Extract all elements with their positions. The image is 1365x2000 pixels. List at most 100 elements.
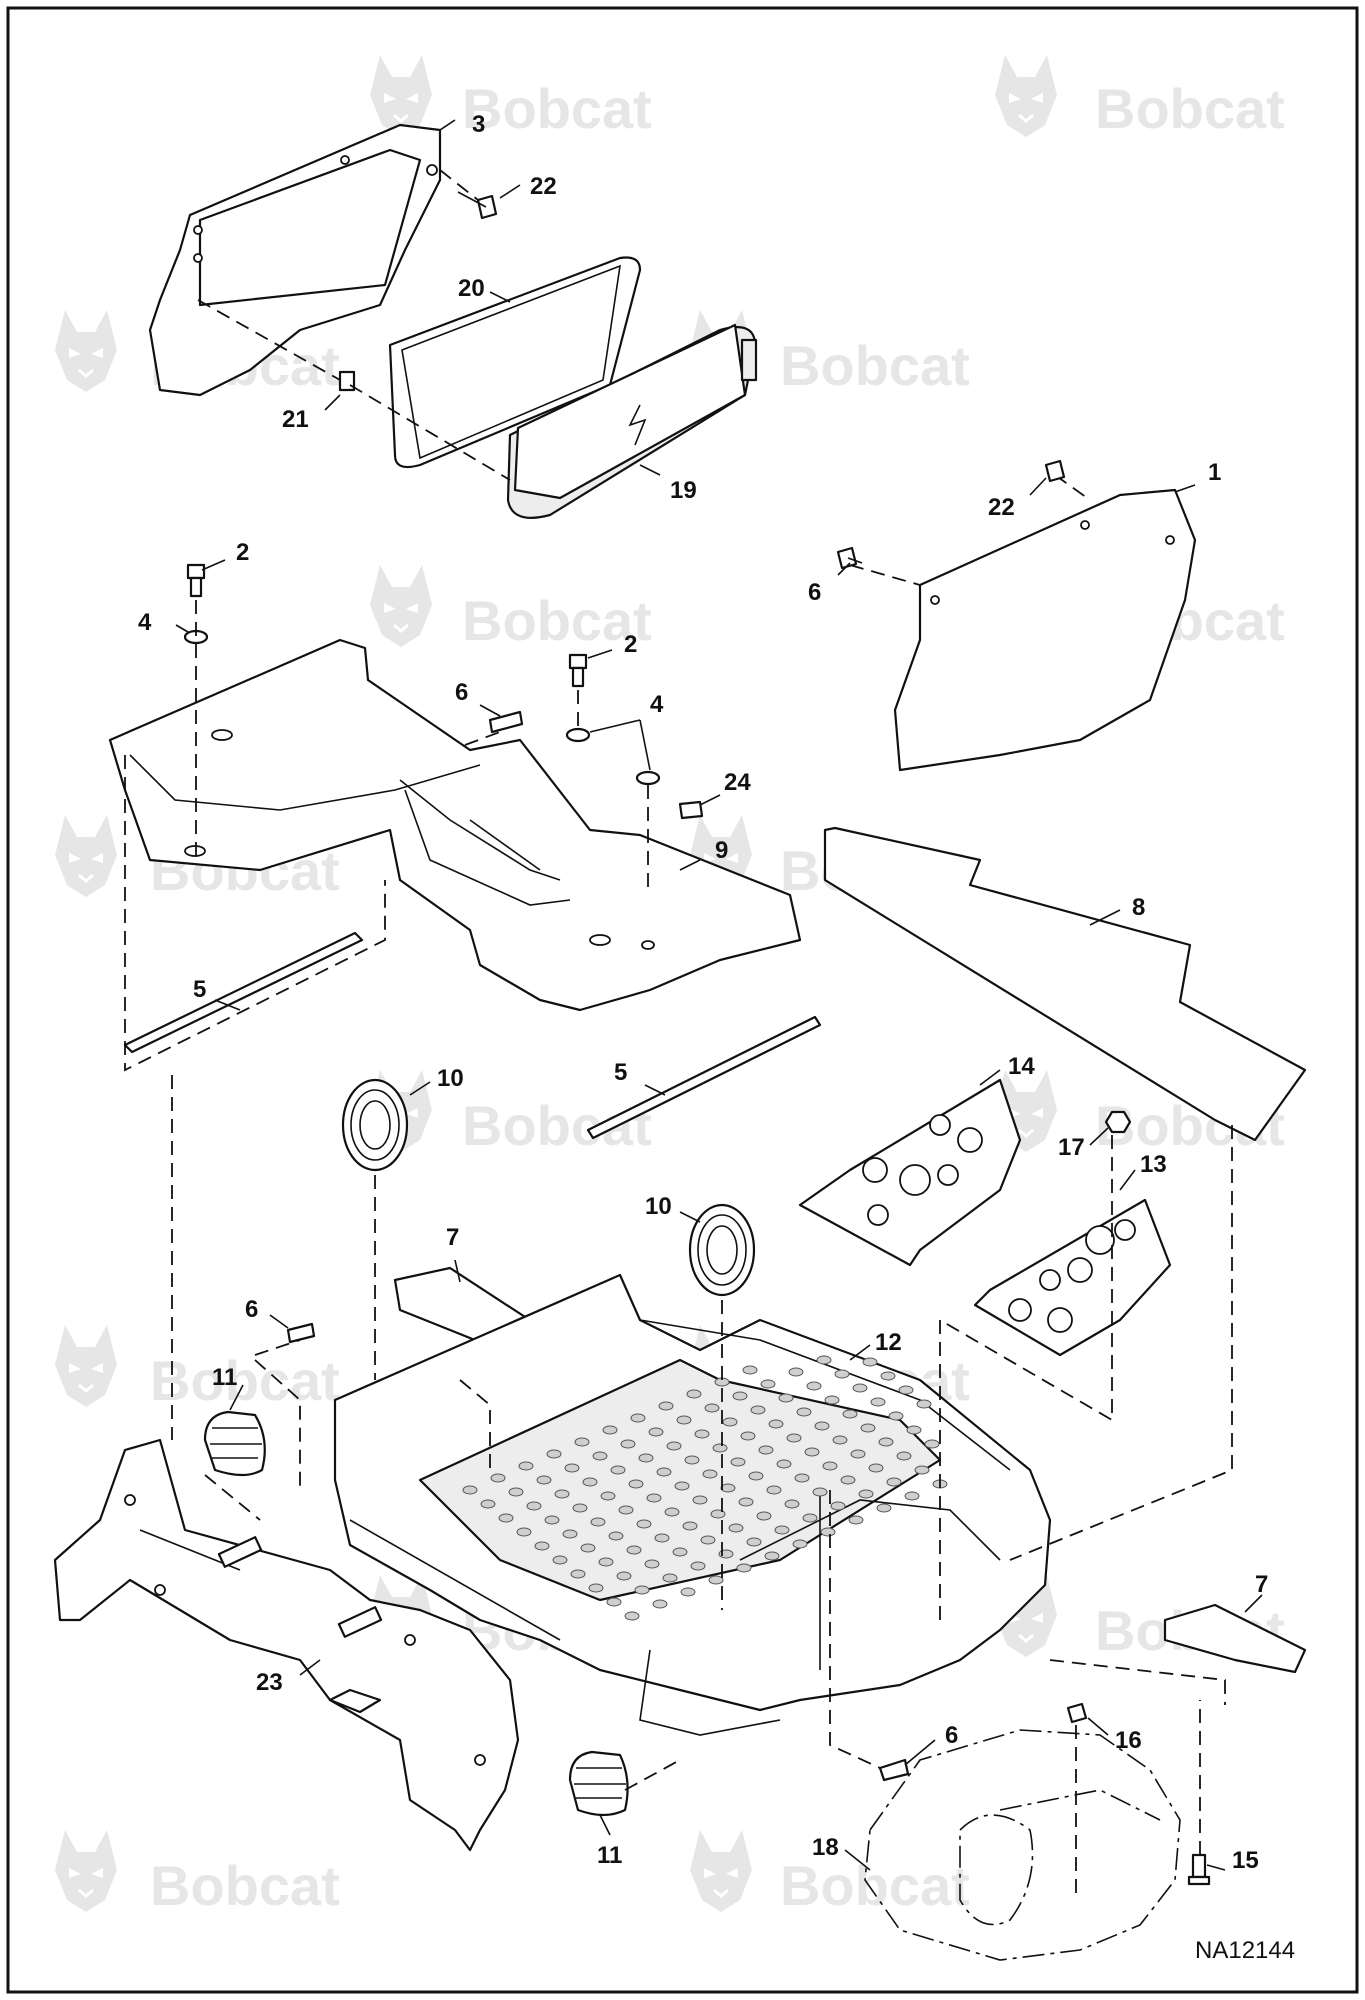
floor-perforation [742,1365,758,1375]
floor-perforation [904,1491,920,1501]
watermark-text: Bobcat [462,77,652,140]
callout-label: 13 [1140,1151,1167,1178]
part-16-clip [1066,1702,1088,1724]
floor-perforation [608,1531,624,1541]
floor-perforation [796,1407,812,1417]
floor-perforation [738,1497,754,1507]
floor-perforation [816,1355,832,1365]
floor-perforation [760,1379,776,1389]
watermark-text: Bobcat [462,589,652,652]
floor-perforation [820,1527,836,1537]
watermark-text: Bobcat [150,1349,340,1412]
part-22-bolt [457,191,498,220]
floor-perforation [694,1429,710,1439]
floor-perforation [624,1611,640,1621]
floor-perforation [652,1599,668,1609]
part-3-side-panel [148,123,442,397]
floor-perforation [534,1541,550,1551]
floor-perforation [880,1371,896,1381]
part-2-bolt [568,653,588,688]
floor-perforation [850,1449,866,1459]
floor-perforation [888,1411,904,1421]
floor-perforation [666,1441,682,1451]
callout-label: 18 [812,1834,839,1861]
floor-perforation [786,1433,802,1443]
callout-label: 10 [645,1193,672,1220]
part-6-bolt [286,1322,316,1344]
floor-perforation [664,1507,680,1517]
part-9-top-panel [108,638,802,1012]
floor-perforation [462,1485,478,1495]
floor-perforation [580,1543,596,1553]
part-6-bolt [488,710,524,734]
floor-perforations [462,1355,948,1621]
floor-perforation [662,1573,678,1583]
watermark-text: Bobcat [1095,77,1285,140]
part-11-boot [203,1410,629,1817]
floor-perforation [574,1437,590,1447]
callout-label: 11 [597,1842,622,1869]
floor-perforation [570,1569,586,1579]
floor-perforation [582,1477,598,1487]
floor-perforation [812,1487,828,1497]
alignment-lines-upper [197,169,511,481]
floor-perforation [830,1501,846,1511]
floor-perforation [628,1479,644,1489]
floor-perforation [674,1481,690,1491]
callout-label: 20 [458,275,485,302]
floor-perforation [788,1367,804,1377]
floor-perforation [806,1381,822,1391]
floor-perforation [644,1559,660,1569]
floor-perforation [710,1509,726,1519]
callout-label: 1 [1208,459,1221,486]
floor-perforation [564,1463,580,1473]
floor-perforation [658,1401,674,1411]
floor-perforation [736,1563,752,1573]
floor-perforation [730,1457,746,1467]
part-19-electrical-cover [506,323,758,519]
watermark-text: Bobcat [780,334,970,397]
callout-label: 6 [245,1296,258,1323]
floor-perforation [722,1417,738,1427]
floor-perforation [794,1473,810,1483]
leader-lines [175,119,1263,1871]
floor-perforation [588,1583,604,1593]
floor-perforation [508,1487,524,1497]
floor-perforation [490,1473,506,1483]
floor-perforation [656,1467,672,1477]
part-21-clip [338,370,356,392]
part-22-bolt [1044,459,1066,483]
callout-label: 6 [455,679,468,706]
floor-perforation [876,1503,892,1513]
part-18-reference-body [864,1729,1181,1961]
part-17-nut [1104,1110,1132,1134]
callout-label: 4 [138,609,152,636]
floor-perforation [916,1399,932,1409]
floor-perforation [590,1517,606,1527]
callout-label: 7 [446,1224,459,1251]
part-15-bolt [1187,1853,1211,1886]
callout-label: 14 [1008,1053,1035,1080]
floor-perforation [870,1397,886,1407]
floor-perforation [832,1435,848,1445]
floor-perforation [626,1545,642,1555]
floor-perforation [572,1503,588,1513]
floor-perforation [720,1483,736,1493]
callout-label: 22 [530,173,557,200]
floor-perforation [598,1557,614,1567]
floor-perforation [634,1585,650,1595]
floor-perforation [860,1423,876,1433]
part-5-strip [123,931,822,1140]
floor-perforation [842,1409,858,1419]
callout-label: 4 [650,691,664,718]
floor-perforation [690,1561,706,1571]
floor-perforation [746,1537,762,1547]
callout-labels: 3 22 20 21 19 1 22 6 2 4 2 6 4 24 9 8 5 … [138,111,1268,1874]
callout-label: 16 [1115,1727,1142,1754]
drawing-number: NA12144 [1195,1937,1295,1964]
floor-perforation [748,1471,764,1481]
callout-label: 2 [624,631,637,658]
floor-perforation [518,1461,534,1471]
floor-perforation [636,1519,652,1529]
